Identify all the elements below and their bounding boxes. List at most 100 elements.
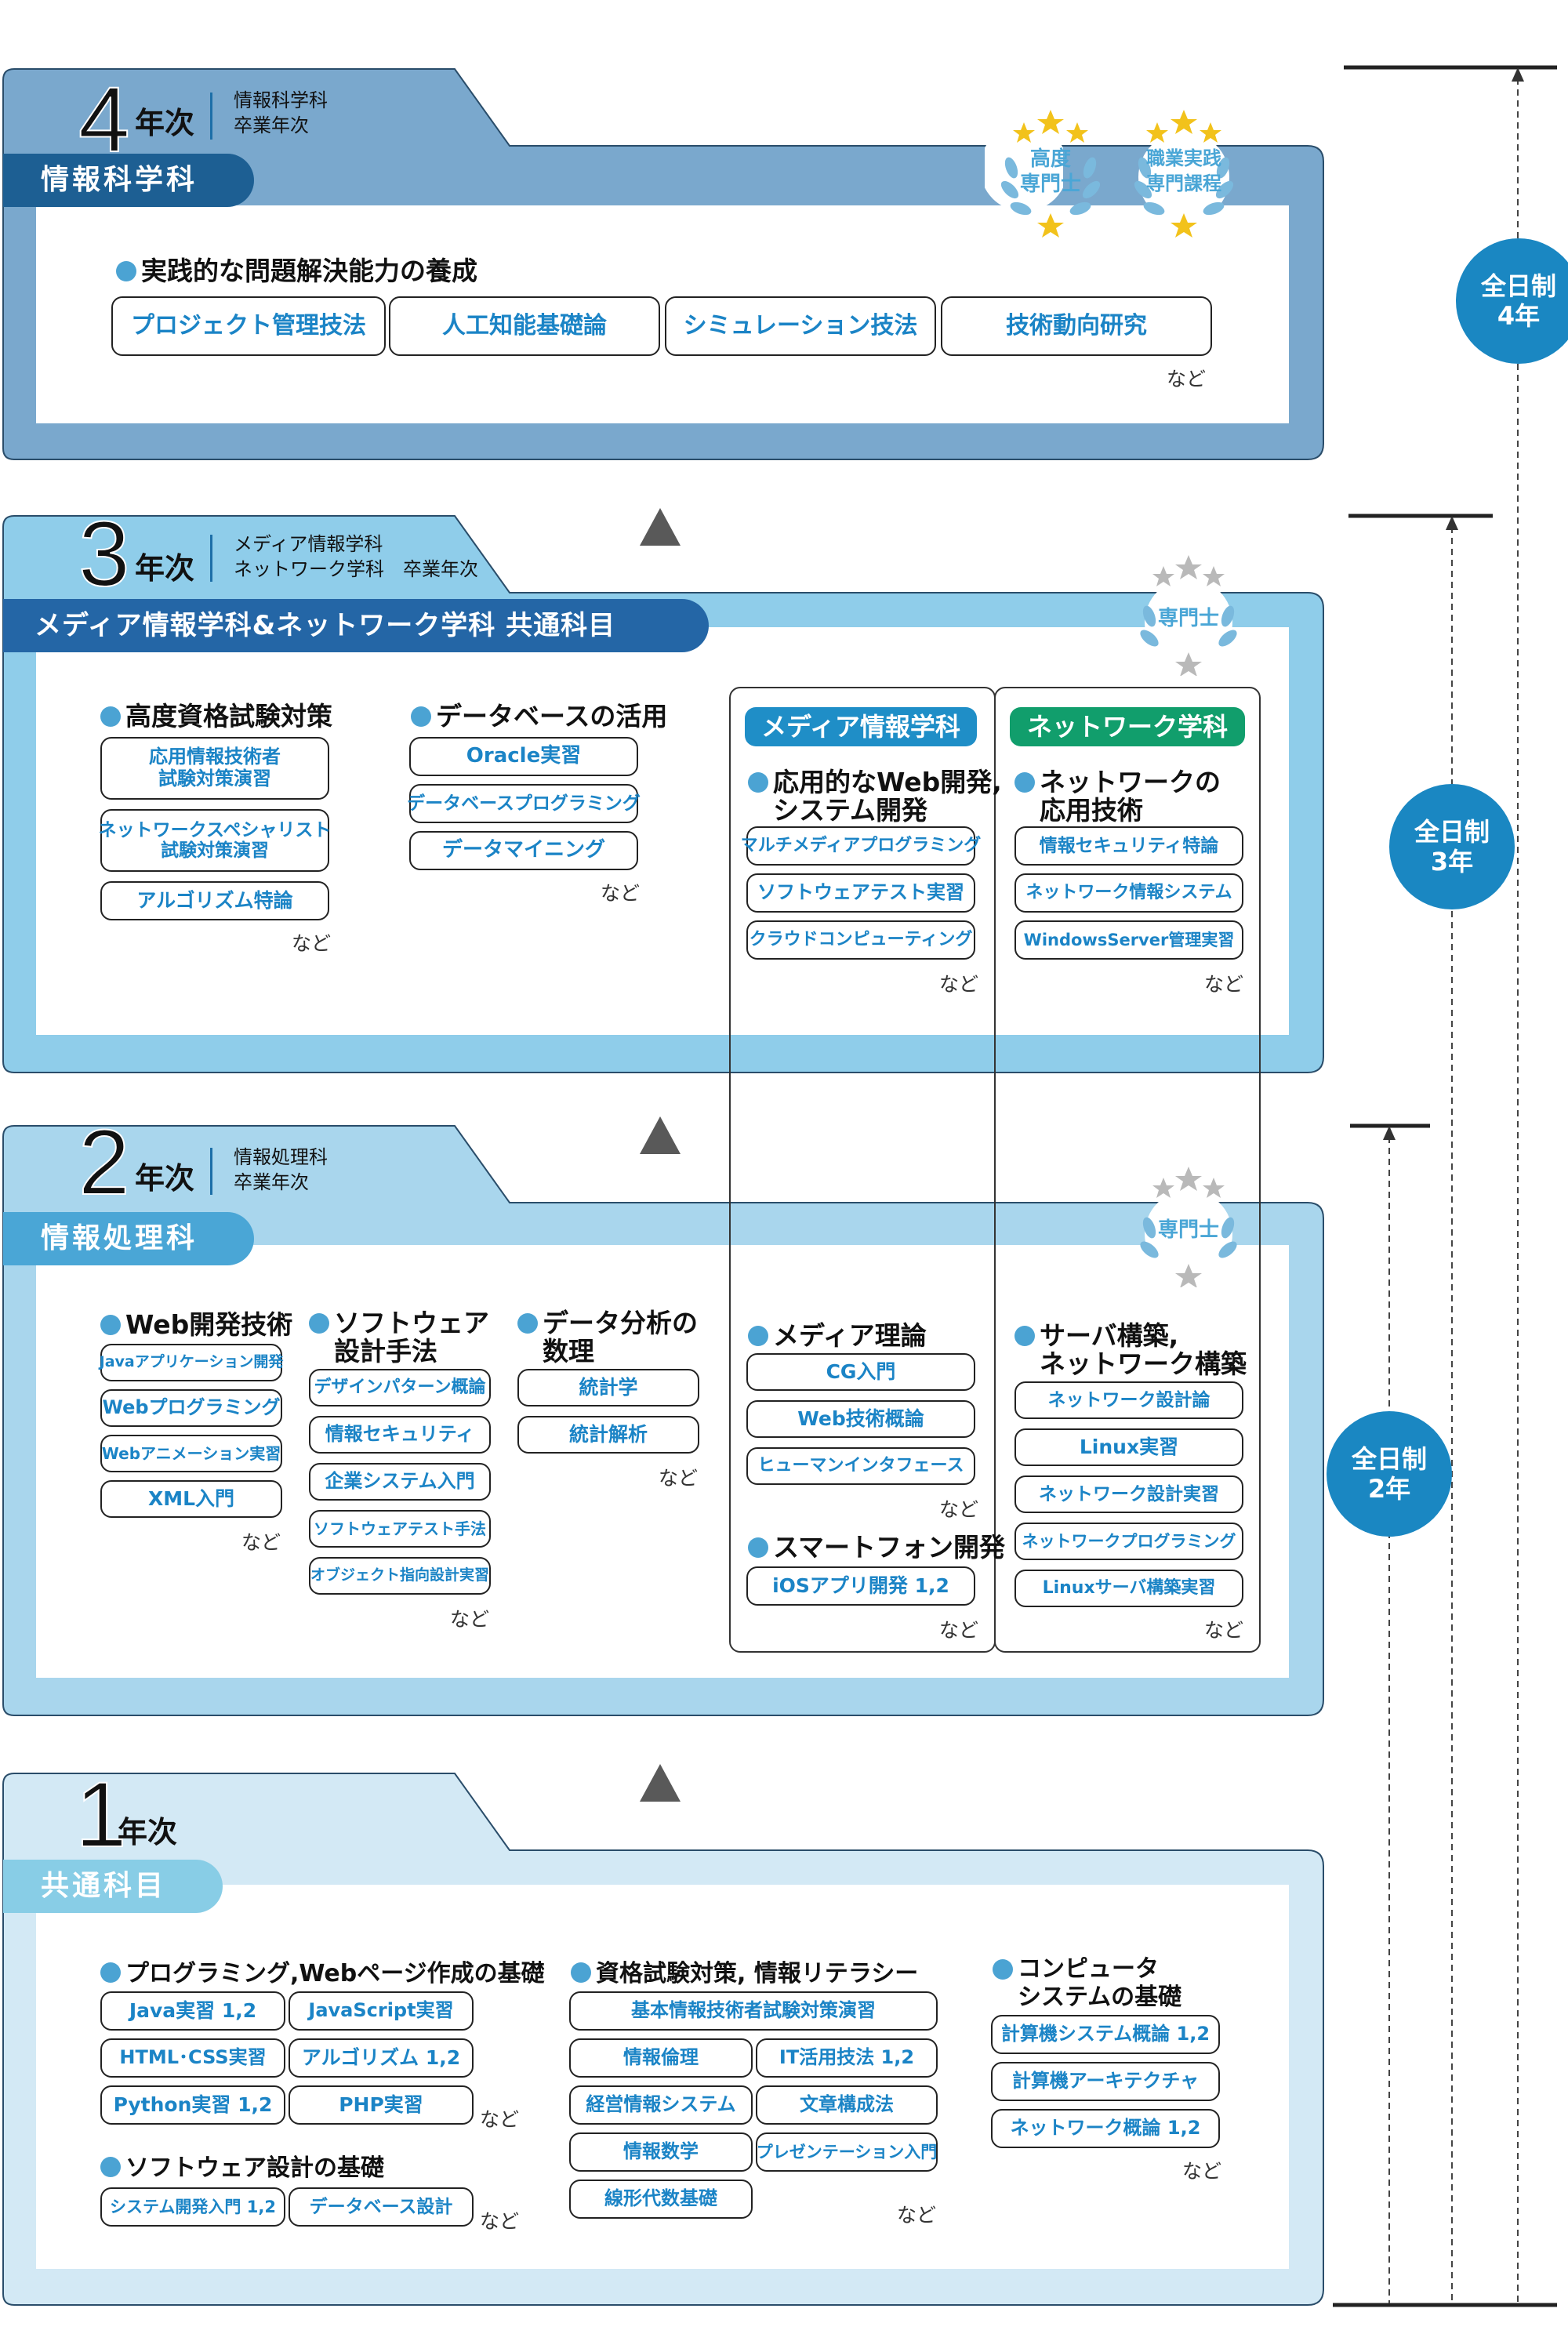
y3-media-etc: など [939, 973, 979, 996]
course-system-dev-intro[interactable]: システム開発入門 1,2 [100, 2187, 285, 2227]
course-html-css[interactable]: HTML･CSS実習 [100, 2038, 285, 2078]
y3-g2-etc: など [601, 882, 641, 905]
course-linear-algebra[interactable]: 線形代数基礎 [569, 2180, 753, 2219]
year1-nenji: 年次 [118, 1815, 178, 1849]
course-fe-exam[interactable]: 基本情報技術者試験対策演習 [569, 1991, 938, 2031]
course-php-practice[interactable]: PHP実習 [289, 2085, 474, 2125]
course-nw-specialist[interactable]: ネットワークスペシャリスト 試験対策演習 [99, 809, 331, 872]
arrow-up-3-to-4 [640, 508, 681, 546]
course-ai-basics[interactable]: 人工知能基礎論 [389, 296, 660, 356]
course-management-info[interactable]: 経営情報システム [569, 2085, 753, 2125]
course-linux-server[interactable]: Linuxサーバ構築実習 [1014, 1570, 1243, 1607]
course-windows-server[interactable]: WindowsServer管理実習 [1014, 920, 1243, 960]
course-software-test-practice[interactable]: ソフトウェアテスト実習 [746, 873, 975, 913]
year4-graduation: 卒業年次 [234, 114, 309, 136]
bullet-icon [748, 1537, 768, 1558]
badge-4year-l2: 4年 [1497, 301, 1541, 331]
badge-4year-l1: 全日制 [1480, 271, 1556, 301]
course-algorithm[interactable]: アルゴリズム 1,2 [289, 2038, 474, 2078]
course-it-skills[interactable]: IT活用技法 1,2 [756, 2038, 938, 2078]
course-design-patterns[interactable]: デザインパターン概論 [309, 1369, 491, 1406]
y2-media-head-text: メディア理論 [773, 1320, 927, 1351]
course-tech-trends[interactable]: 技術動向研究 [941, 296, 1212, 356]
course-network-design-practice[interactable]: ネットワーク設計実習 [1014, 1475, 1243, 1513]
course-db-programming[interactable]: データベースプログラミング [407, 784, 641, 823]
course-writing[interactable]: 文章構成法 [756, 2085, 938, 2125]
course-java-practice[interactable]: Java実習 1,2 [100, 1991, 285, 2031]
course-info-ethics[interactable]: 情報倫理 [569, 2038, 753, 2078]
course-ios-app[interactable]: iOSアプリ開発 1,2 [746, 1566, 975, 1606]
course-network-design-theory[interactable]: ネットワーク設計論 [1014, 1381, 1243, 1419]
y2-media-etc2: など [939, 1619, 979, 1642]
course-multimedia-programming[interactable]: マルチメディアプログラミング [741, 826, 981, 866]
y2-media-head: メディア理論 [748, 1322, 927, 1350]
course-project-management[interactable]: プロジェクト管理技法 [111, 296, 386, 356]
y2-net-head-text: サーバ構築, ネットワーク構築 [1040, 1320, 1247, 1379]
course-cloud-computing[interactable]: クラウドコンピューティング [746, 920, 975, 960]
course-enterprise-system[interactable]: 企業システム入門 [309, 1463, 491, 1501]
course-python-practice[interactable]: Python実習 1,2 [100, 2085, 285, 2125]
badge-3year-l1: 全日制 [1414, 817, 1490, 847]
y3-media-head-text: 応用的なWeb開発, システム開発 [773, 767, 1002, 826]
y1-g3-head: 資格試験対策, 情報リテラシー [571, 1960, 918, 1988]
course-javascript-practice[interactable]: JavaScript実習 [289, 1991, 474, 2031]
course-computer-systems[interactable]: 計算機システム概論 1,2 [991, 2015, 1220, 2054]
course-web-programming[interactable]: Webプログラミング [100, 1389, 282, 1427]
course-computer-architecture[interactable]: 計算機アーキテクチャ [991, 2062, 1220, 2101]
course-infosec-advanced[interactable]: 情報セキュリティ特論 [1014, 826, 1243, 866]
y3-g2-head: データベースの活用 [411, 702, 667, 731]
course-network-programming[interactable]: ネットワークプログラミング [1014, 1523, 1243, 1560]
year3-dept-pill: メディア情報学科&ネットワーク学科 共通科目 [3, 599, 709, 652]
course-java-app-dev[interactable]: Javaアプリケーション開発 [100, 1344, 283, 1381]
course-presentation[interactable]: プレゼンテーション入門 [756, 2132, 938, 2172]
course-oracle[interactable]: Oracle実習 [409, 737, 638, 776]
year4-head: 実践的な問題解決能力の養成 [116, 257, 477, 285]
badge-specialist-2-text: 専門士 [1157, 1218, 1219, 1242]
course-statistics[interactable]: 統計学 [517, 1369, 699, 1406]
y1-g3-head-text: 資格試験対策, 情報リテラシー [596, 1960, 919, 1987]
y2-g1-head-text: Web開発技術 [125, 1309, 293, 1340]
y2-net-etc: など [1204, 1619, 1244, 1642]
year3-graduation: ネットワーク学科 卒業年次 [234, 558, 478, 580]
y1-g2-head-text: ソフトウェア設計の基礎 [125, 2154, 384, 2182]
course-web-tech[interactable]: Web技術概論 [746, 1400, 975, 1438]
bullet-icon [100, 2157, 121, 2177]
course-linux-practice[interactable]: Linux実習 [1014, 1428, 1243, 1466]
bullet-icon [517, 1313, 538, 1334]
y2-media-head2-text: スマートフォン開発 [773, 1532, 1006, 1563]
year2-divider [210, 1148, 212, 1195]
course-oo-design[interactable]: オブジェクト指向設計実習 [309, 1557, 491, 1595]
course-algorithm-adv[interactable]: アルゴリズム特論 [100, 881, 329, 920]
specialist-badge-3 [1140, 555, 1237, 676]
year1-number: 1 [74, 1763, 128, 1867]
arrow-up-1-to-2 [640, 1764, 681, 1802]
course-database-design[interactable]: データベース設計 [289, 2187, 474, 2227]
y3-g1-head: 高度資格試験対策 [100, 702, 332, 731]
course-data-mining[interactable]: データマイニング [409, 831, 638, 870]
specialist-badge-2 [1140, 1167, 1237, 1287]
y1-g4-head: コンピュータ システムの基礎 [993, 1955, 1181, 2012]
year4-etc: など [1167, 368, 1207, 390]
course-statistical-analysis[interactable]: 統計解析 [517, 1416, 699, 1454]
y2-net-head: サーバ構築, ネットワーク構築 [1014, 1322, 1247, 1378]
y2-g1-etc: など [241, 1531, 281, 1554]
media-dept-tag: メディア情報学科 [745, 707, 977, 746]
course-xml-intro[interactable]: XML入門 [100, 1480, 282, 1518]
badge-2year-l2: 2年 [1367, 1474, 1411, 1504]
year4-dept: 情報科学科 [234, 89, 328, 111]
course-infosec[interactable]: 情報セキュリティ [309, 1416, 491, 1454]
course-cg-intro[interactable]: CG入門 [746, 1353, 975, 1391]
bullet-icon [748, 1326, 768, 1346]
course-web-animation[interactable]: Webアニメーション実習 [100, 1435, 282, 1472]
y2-g2-etc: など [450, 1608, 490, 1631]
course-ap-exam[interactable]: 応用情報技術者 試験対策演習 [100, 737, 329, 800]
course-simulation[interactable]: シミュレーション技法 [665, 296, 936, 356]
course-info-math[interactable]: 情報数学 [569, 2132, 753, 2172]
course-network-intro[interactable]: ネットワーク概論 1,2 [991, 2109, 1220, 2148]
course-software-test-method[interactable]: ソフトウェアテスト手法 [309, 1510, 491, 1548]
course-network-info-system[interactable]: ネットワーク情報システム [1014, 873, 1243, 913]
network-dept-tag: ネットワーク学科 [1010, 707, 1245, 746]
course-human-interface[interactable]: ヒューマンインタフェース [746, 1447, 975, 1485]
bullet-icon [309, 1313, 329, 1334]
